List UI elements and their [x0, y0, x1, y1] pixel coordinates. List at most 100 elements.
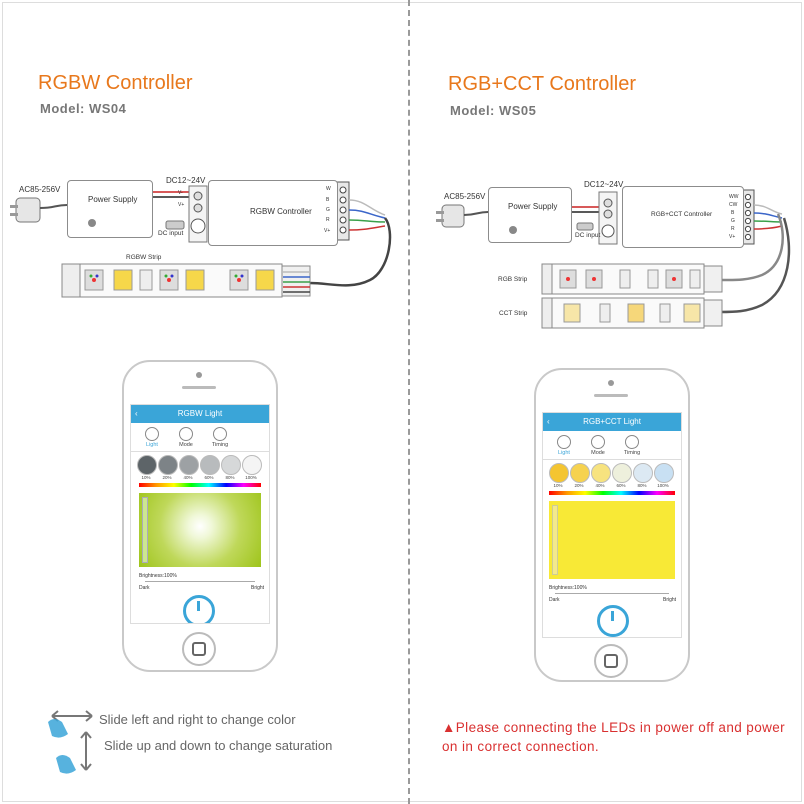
- rgbcct-controller-box: RGB+CCT Controller: [622, 186, 744, 248]
- brightness-swatch[interactable]: [242, 455, 262, 475]
- ac-plug-icon: [10, 197, 41, 223]
- terminal-r: R: [731, 226, 735, 232]
- brightness-swatch-label: 100%: [245, 475, 257, 480]
- brightness-swatch-label: 10%: [553, 483, 563, 488]
- saturation-bar[interactable]: [552, 505, 558, 575]
- terminal-b: B: [326, 197, 330, 203]
- brightness-swatch[interactable]: [612, 463, 632, 483]
- bright-label: Bright: [663, 597, 677, 603]
- brightness-swatch-label: 40%: [595, 483, 605, 488]
- connection-warning: ▲Please connecting the LEDs in power off…: [442, 720, 786, 754]
- rgbw-wiring-diagram: [10, 181, 392, 774]
- rgbw-model: Model: WS04: [40, 101, 127, 116]
- brightness-swatch[interactable]: [633, 463, 653, 483]
- dark-label: Dark: [549, 597, 560, 603]
- dc-input-label: DC input: [575, 232, 601, 239]
- brightness-swatch-label: 40%: [183, 475, 193, 480]
- brightness-slider[interactable]: [145, 581, 255, 582]
- color-hue-slider[interactable]: [139, 483, 261, 487]
- phone-frame: ‹ RGB+CCT Light Light Mode Timing 10% 20%…: [534, 368, 690, 682]
- instruction-horizontal: Slide left and right to change color: [99, 712, 296, 727]
- rgbw-controller-label: RGBW Controller: [250, 207, 312, 216]
- tab-mode[interactable]: Mode: [173, 427, 199, 448]
- back-icon[interactable]: ‹: [547, 417, 550, 426]
- cct-strip-label: CCT Strip: [499, 310, 528, 317]
- clock-icon: [213, 427, 227, 441]
- swipe-horizontal-icon: [48, 710, 93, 738]
- bulb-icon: [557, 435, 571, 449]
- home-button[interactable]: [182, 632, 216, 666]
- terminal-ww: WW: [729, 194, 739, 200]
- brightness-swatch-label: 10%: [141, 475, 151, 480]
- home-button[interactable]: [594, 644, 628, 678]
- color-picker-area[interactable]: [139, 493, 261, 567]
- terminal-r: R: [326, 217, 330, 223]
- brightness-swatch-label: 100%: [657, 483, 669, 488]
- tab-divider: [131, 451, 269, 452]
- brightness-swatch[interactable]: [549, 463, 569, 483]
- brightness-swatch[interactable]: [137, 455, 157, 475]
- terminal-b: B: [731, 210, 735, 216]
- app-title: RGBW Light: [177, 409, 223, 418]
- ac-voltage-label: AC85-256V: [444, 192, 486, 201]
- terminal-vplus: V+: [324, 228, 331, 234]
- app-bar: ‹ RGBW Light: [131, 405, 269, 423]
- speaker-grille: [594, 394, 628, 397]
- brightness-swatch[interactable]: [200, 455, 220, 475]
- tab-light[interactable]: Light: [139, 427, 165, 448]
- app-screen: ‹ RGB+CCT Light Light Mode Timing 10% 20%…: [542, 412, 682, 638]
- dark-label: Dark: [139, 585, 150, 591]
- color-picker-area[interactable]: [549, 501, 675, 579]
- bright-label: Bright: [251, 585, 265, 591]
- dc-voltage-label: DC12~24V: [584, 180, 624, 189]
- power-button[interactable]: [183, 595, 215, 623]
- terminal-g: G: [326, 207, 330, 213]
- rgbcct-model: Model: WS05: [450, 103, 537, 118]
- bulb-icon: [145, 427, 159, 441]
- tab-divider: [543, 459, 681, 460]
- warning-triangle-icon: ▲: [442, 720, 456, 735]
- brightness-swatch-label: 60%: [204, 475, 214, 480]
- section-divider: [408, 0, 410, 804]
- color-hue-slider[interactable]: [549, 491, 675, 495]
- app-title: RGB+CCT Light: [583, 417, 641, 426]
- brightness-swatch[interactable]: [591, 463, 611, 483]
- ac-plug-icon: [436, 204, 465, 228]
- swipe-vertical-icon: [56, 731, 92, 774]
- rgbw-panel: RGBW Controller Model: WS04: [10, 72, 392, 774]
- brightness-swatch-label: 20%: [162, 475, 172, 480]
- tab-timing[interactable]: Timing: [207, 427, 233, 448]
- rgbcct-wiring-diagram: [436, 189, 791, 329]
- mode-icon: [591, 435, 605, 449]
- power-indicator-icon: [88, 219, 96, 227]
- saturation-bar[interactable]: [142, 497, 148, 563]
- brightness-slider[interactable]: [555, 593, 669, 594]
- tab-timing[interactable]: Timing: [619, 435, 645, 456]
- power-supply-label: Power Supply: [88, 195, 138, 204]
- power-supply-label: Power Supply: [508, 202, 558, 211]
- tab-mode[interactable]: Mode: [585, 435, 611, 456]
- power-supply-box: Power Supply: [67, 180, 153, 238]
- v-minus-label: V-: [178, 190, 183, 196]
- brightness-swatch[interactable]: [221, 455, 241, 475]
- brightness-swatch[interactable]: [179, 455, 199, 475]
- speaker-grille: [182, 386, 216, 389]
- app-bar: ‹ RGB+CCT Light: [543, 413, 681, 431]
- terminal-w: W: [326, 186, 331, 192]
- power-button[interactable]: [597, 605, 629, 637]
- power-supply-box: Power Supply: [488, 187, 572, 243]
- mode-icon: [179, 427, 193, 441]
- rgbw-controller-box: RGBW Controller: [208, 180, 338, 246]
- brightness-swatch[interactable]: [654, 463, 674, 483]
- dc-input-label: DC input: [158, 230, 184, 237]
- camera-icon: [608, 380, 614, 386]
- brightness-swatch[interactable]: [570, 463, 590, 483]
- tab-light[interactable]: Light: [551, 435, 577, 456]
- dc-voltage-label: DC12~24V: [166, 176, 206, 185]
- brightness-swatch-label: 20%: [574, 483, 584, 488]
- rgbcct-title: RGB+CCT Controller: [448, 73, 637, 95]
- brightness-swatch[interactable]: [158, 455, 178, 475]
- brightness-label: Brightness:100%: [549, 585, 587, 591]
- ac-voltage-label: AC85-256V: [19, 185, 61, 194]
- back-icon[interactable]: ‹: [135, 409, 138, 418]
